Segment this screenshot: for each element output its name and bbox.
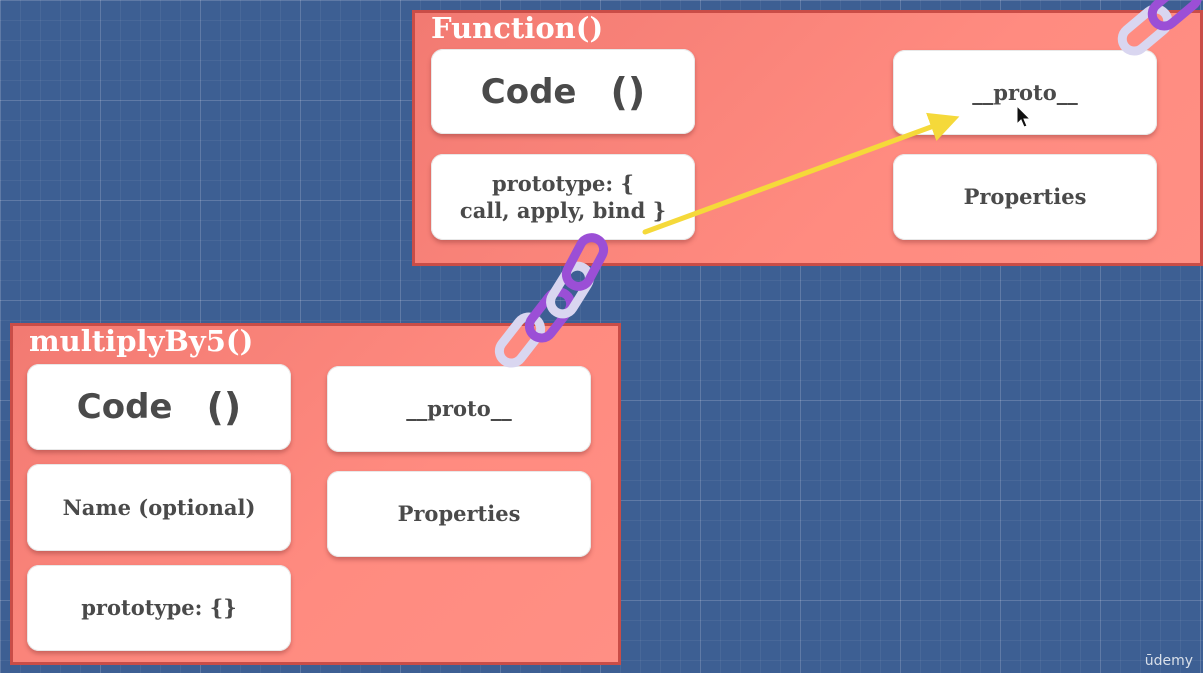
function-object-panel: Function() Code () prototype: { call, ap… [412, 10, 1203, 266]
function-proto-label: __proto__ [972, 79, 1078, 105]
multiply-prototype-label: prototype: {} [81, 595, 237, 621]
multiply-name-label: Name (optional) [62, 494, 256, 520]
udemy-watermark: ūdemy [1144, 653, 1193, 669]
function-panel-title: Function() [431, 11, 604, 45]
function-prototype-line2: call, apply, bind } [459, 198, 667, 223]
function-code-box: Code () [431, 49, 695, 134]
function-code-parens: () [610, 69, 646, 114]
function-proto-box: __proto__ [893, 50, 1157, 135]
multiply-code-label: Code [76, 387, 173, 427]
function-properties-box: Properties [893, 154, 1157, 240]
multiply-properties-label: Properties [397, 501, 521, 527]
multiply-proto-box: __proto__ [327, 366, 591, 452]
function-prototype-line1: prototype: { [492, 170, 634, 196]
multiply-panel-title: multiplyBy5() [29, 324, 254, 358]
function-prototype-box: prototype: { call, apply, bind } [431, 154, 695, 240]
multiplyby5-object-panel: multiplyBy5() Code () Name (optional) pr… [10, 323, 621, 665]
multiply-properties-box: Properties [327, 471, 591, 557]
function-code-label: Code [480, 71, 577, 112]
function-properties-label: Properties [963, 184, 1087, 210]
multiply-name-box: Name (optional) [27, 464, 291, 551]
multiply-code-parens: () [206, 385, 242, 429]
multiply-prototype-box: prototype: {} [27, 565, 291, 651]
multiply-code-box: Code () [27, 364, 291, 450]
multiply-proto-label: __proto__ [406, 396, 512, 422]
